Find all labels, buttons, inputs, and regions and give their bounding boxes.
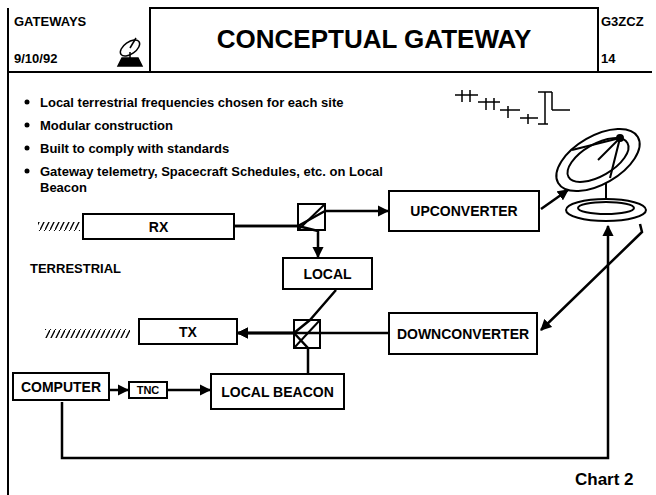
signal-arrow (235, 226, 318, 257)
node-text: COMPUTER (21, 379, 101, 395)
node-text: TNC (137, 384, 160, 396)
transmitter-box: TX (138, 318, 238, 345)
rf-path (38, 222, 80, 231)
beacon-box: LOCAL BEACON (210, 373, 345, 410)
node-text: LOCAL BEACON (221, 384, 334, 400)
uplink-line (541, 190, 568, 209)
node-text: GATEWAYS (14, 14, 86, 29)
process-box: DOWNCONVERTER (388, 312, 538, 355)
node-text: LOCAL (303, 266, 351, 282)
bullet-text: Local terrestrial frequencies chosen for… (40, 95, 440, 111)
process-box: UPCONVERTER (388, 190, 540, 232)
bullet-text: Built to comply with standards (40, 141, 440, 157)
chart-number: Chart 2 (575, 470, 651, 490)
satellite-dish (546, 116, 650, 221)
section-label: TERRESTRIAL (30, 261, 170, 277)
bullet-text: Gateway telemetry, Spacecraft Schedules,… (40, 164, 428, 195)
header-cell (150, 8, 598, 72)
signal-arrow (235, 211, 388, 226)
satellite-icon (118, 37, 143, 66)
node-text: RX (149, 219, 168, 235)
rf-path (45, 329, 130, 338)
computer-box: COMPUTER (12, 372, 110, 401)
downlink-line (541, 224, 642, 330)
antenna-array (455, 90, 570, 124)
control-line (62, 226, 608, 458)
receiver-box: RX (82, 213, 235, 240)
node-text: UPCONVERTER (410, 203, 517, 219)
header-rule (8, 71, 652, 73)
bullet-text: Modular construction (40, 118, 440, 134)
node-text: 9/10/92 (14, 51, 57, 66)
bullet-dots (25, 100, 30, 174)
page-title: CONCEPTUAL GATEWAY (150, 24, 598, 55)
node-text: TX (179, 324, 197, 340)
tnc-box: TNC (128, 381, 168, 399)
node-text: G3ZCZ (601, 14, 644, 29)
signal-arrow (238, 333, 308, 373)
signal-arrow (168, 389, 210, 392)
page-border (7, 8, 9, 495)
header-cell: G3ZCZ 14 (595, 8, 652, 72)
node-text: 14 (601, 51, 615, 66)
process-box: LOCAL (282, 257, 373, 290)
signal-arrow (110, 389, 128, 392)
node-text: DOWNCONVERTER (397, 326, 529, 342)
signal-arrow (238, 290, 336, 333)
header-cell: GATEWAYS 9/10/92 (8, 8, 150, 72)
